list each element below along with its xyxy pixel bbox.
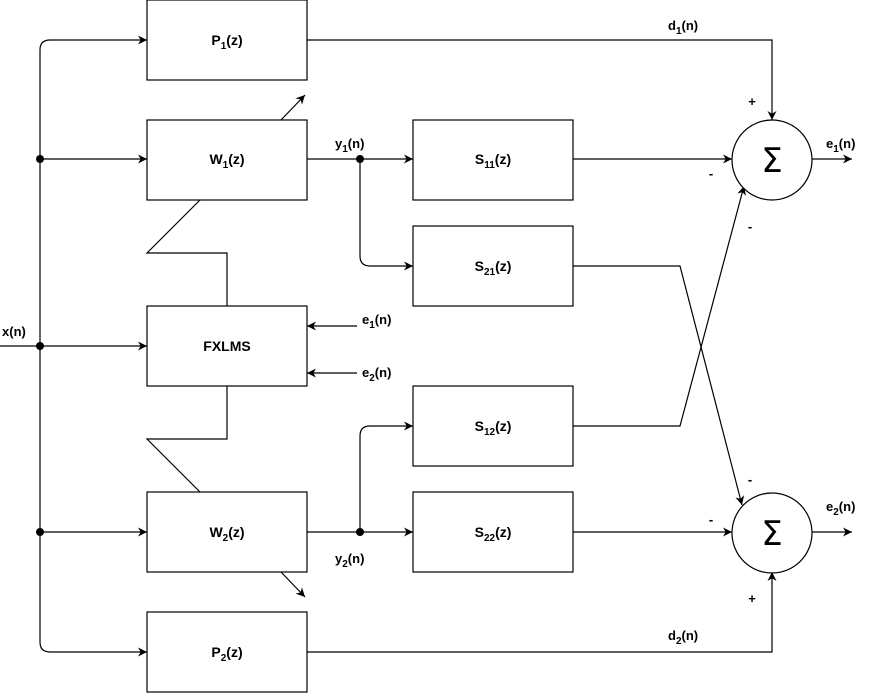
summer-2-symbol: Σ — [761, 514, 782, 554]
summer-1-minus-sign-left: - — [709, 166, 713, 181]
block-w2-label: W2(z) — [209, 524, 244, 544]
junction-dot — [356, 528, 364, 536]
block-s11: S11(z) — [412, 119, 574, 201]
trunk-to-p2 — [39, 346, 147, 657]
block-s12-label: S12(z) — [475, 418, 512, 438]
block-p2: P2(z) — [146, 611, 308, 693]
block-s22: S22(z) — [412, 491, 574, 573]
w2-to-s12 — [359, 421, 413, 532]
block-p2-label: P2(z) — [211, 644, 242, 664]
signal-e1-output-label: e1(n) — [826, 136, 855, 155]
block-fxlms-label: FXLMS — [203, 338, 250, 354]
summer-2: Σ - - + — [709, 472, 813, 606]
signal-y2-label: y2(n) — [335, 551, 364, 570]
w2-adapt-arrow — [280, 571, 306, 598]
s21-to-sum2 — [573, 265, 745, 506]
summer-2-minus-sign-left: - — [709, 512, 713, 527]
fxlms-to-w1-link — [145, 199, 228, 306]
signal-e2-output-label: e2(n) — [826, 499, 855, 518]
p2-to-sum2 — [307, 572, 777, 653]
junction-dot — [36, 155, 44, 163]
signal-d1-label: d1(n) — [668, 18, 698, 37]
signal-d2-label: d2(n) — [668, 628, 698, 647]
signal-x-label: x(n) — [2, 324, 26, 339]
block-w1: W1(z) — [146, 119, 308, 201]
summer-2-plus-sign: + — [748, 591, 756, 606]
p1-to-sum1 — [307, 39, 777, 120]
w1-to-s21 — [359, 159, 413, 271]
junction-dot — [36, 528, 44, 536]
signal-e1-input-label: e1(n) — [362, 312, 391, 331]
signal-y1-label: y1(n) — [335, 136, 364, 155]
block-s12: S12(z) — [412, 385, 574, 467]
summer-2-minus-sign-top: - — [748, 472, 752, 487]
junction-dot — [36, 342, 44, 350]
wires — [0, 35, 852, 657]
block-fxlms: FXLMS — [146, 305, 308, 387]
block-w2: W2(z) — [146, 491, 308, 573]
summer-1: Σ + - - — [709, 94, 813, 234]
fxlms-to-w2-link — [145, 386, 228, 493]
summer-1-symbol: Σ — [761, 141, 782, 181]
block-p1: P1(z) — [146, 0, 308, 81]
block-w1-label: W1(z) — [209, 151, 244, 171]
signal-e2-input-label: e2(n) — [362, 365, 391, 384]
block-s21: S21(z) — [412, 225, 574, 307]
summer-1-minus-sign-bottom: - — [748, 219, 752, 234]
trunk-to-p1 — [39, 35, 147, 346]
summer-1-plus-sign: + — [748, 94, 756, 109]
block-s22-label: S22(z) — [475, 524, 512, 544]
junction-dot — [356, 155, 364, 163]
w1-adapt-arrow — [280, 94, 306, 121]
block-s11-label: S11(z) — [475, 151, 511, 171]
s12-to-sum1 — [573, 185, 747, 427]
block-s21-label: S21(z) — [475, 258, 512, 278]
block-p1-label: P1(z) — [211, 32, 242, 52]
